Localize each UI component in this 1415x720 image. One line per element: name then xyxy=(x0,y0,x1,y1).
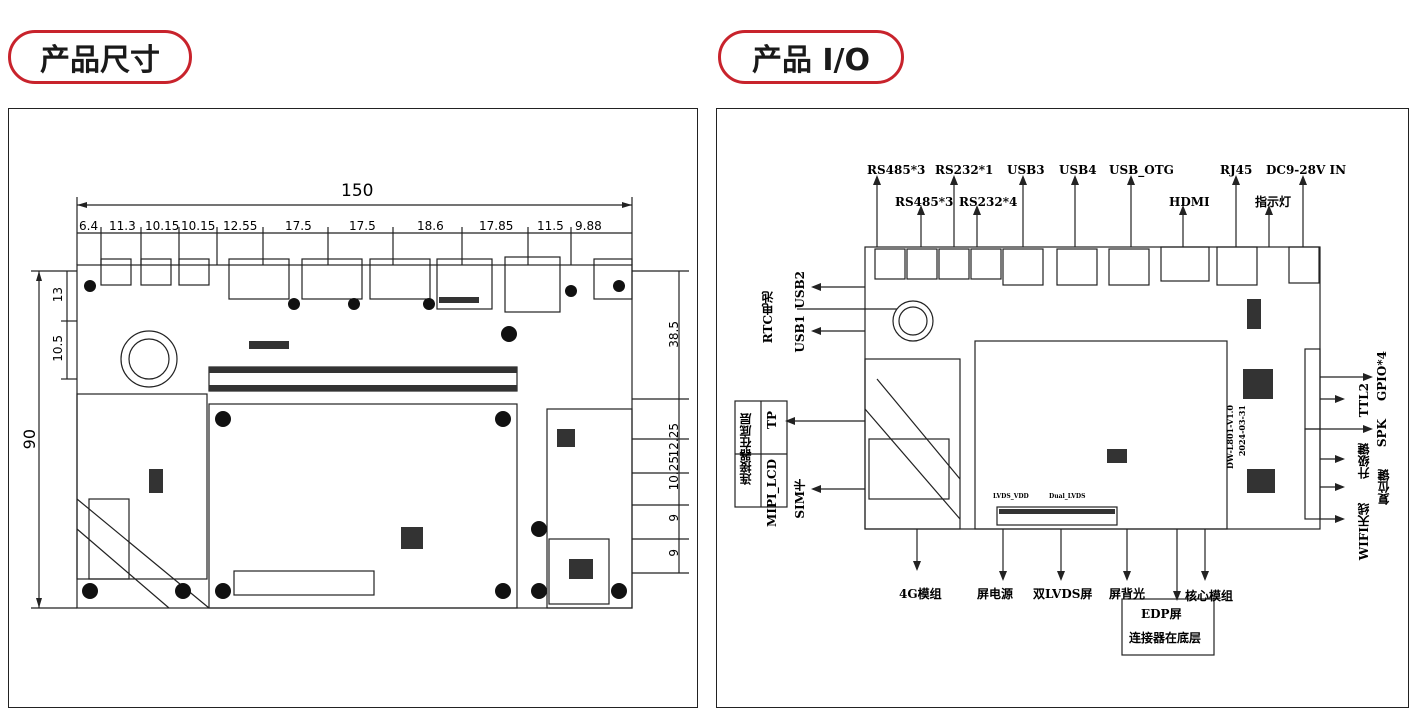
top-dim-9: 17.85 xyxy=(479,219,514,233)
right-dim-3: 10.25 xyxy=(667,456,681,491)
label-gpio: GPIO*4 xyxy=(1375,351,1389,401)
right-dim-5: 9 xyxy=(667,549,681,557)
label-hdmi: HDMI xyxy=(1169,195,1210,209)
label-wifi-antenna: WIFI天线 xyxy=(1357,503,1371,561)
label-ttl2: TTL2 xyxy=(1357,383,1371,418)
dimensions-title: 产品尺寸 xyxy=(40,43,160,78)
label-spk: SPK xyxy=(1375,419,1389,448)
label-usb-otg: USB_OTG xyxy=(1109,163,1174,177)
label-indicator: 指示灯 xyxy=(1255,195,1292,209)
io-title-pill: 产品 I/O xyxy=(718,30,904,84)
label-backlight: 屏背光 xyxy=(1109,587,1146,601)
top-dim-3: 10.15 xyxy=(145,219,180,233)
label-dual-lvds: 双LVDS屏 xyxy=(1033,587,1093,601)
label-usb1: USB1 xyxy=(793,315,807,353)
label-rj45: RJ45 xyxy=(1220,163,1253,177)
label-4g-module: 4G模组 xyxy=(899,587,942,601)
label-screen-power: 屏电源 xyxy=(977,587,1014,601)
top-dim-7: 17.5 xyxy=(349,219,376,233)
label-usb4: USB4 xyxy=(1059,163,1097,177)
edp-title: EDP屏 xyxy=(1141,607,1182,621)
label-mipi-lcd: MIPI_LCD xyxy=(765,459,779,527)
label-rs232-1: RS232*1 xyxy=(935,163,994,177)
top-dim-11: 9.88 xyxy=(575,219,602,233)
top-dim-6: 17.5 xyxy=(285,219,312,233)
label-sim: SIM卡 xyxy=(793,479,807,519)
board-dual-lvds: Dual_LVDS xyxy=(1049,493,1086,500)
label-rs485-1: RS485*3 xyxy=(867,163,926,177)
overall-width-label: 150 xyxy=(341,181,374,201)
label-dc-in: DC9-28V IN xyxy=(1266,163,1347,177)
board-lvds-vdd: LVDS_VDD xyxy=(993,493,1029,500)
dimensions-drawing xyxy=(31,197,689,609)
label-reset-key: 复位键 xyxy=(1377,469,1391,505)
label-usb2: USB2 xyxy=(793,271,807,309)
label-rs232-4: RS232*4 xyxy=(959,195,1018,209)
top-dim-5: 12.55 xyxy=(223,219,258,233)
io-frame: RS485*3 RS232*1 USB3 USB4 USB_OTG RJ45 D… xyxy=(716,108,1409,708)
io-drawing xyxy=(734,175,1373,656)
top-dim-8: 18.6 xyxy=(417,219,444,233)
top-dim-4: 10.15 xyxy=(181,219,216,233)
right-dim-1: 38.5 xyxy=(667,321,681,348)
overall-height-label: 90 xyxy=(20,429,39,450)
left-dim-2: 10.5 xyxy=(51,335,65,362)
board-date: 2024-03-31 xyxy=(1237,405,1247,457)
right-dim-4: 9 xyxy=(667,514,681,522)
dimensions-frame: 150 6.4 11.3 10.15 10.15 12.55 17.5 17.5… xyxy=(8,108,698,708)
right-dim-2: 12.25 xyxy=(667,423,681,458)
io-title: 产品 I/O xyxy=(751,43,871,78)
label-usb3: USB3 xyxy=(1007,163,1045,177)
dimensions-title-pill: 产品尺寸 xyxy=(8,30,192,84)
top-dim-1: 6.4 xyxy=(79,219,99,233)
label-upgrade-key: 升级键 xyxy=(1357,443,1371,479)
board-model: DW-L801-V1.0 xyxy=(1225,405,1235,469)
label-core-module: 核心模组 xyxy=(1185,589,1234,603)
top-dim-2: 11.3 xyxy=(109,219,136,233)
label-tp: TP xyxy=(765,411,779,429)
edp-note: 连接器在底层 xyxy=(1129,631,1202,645)
label-left-box-note: 连接器在底层 xyxy=(739,413,753,485)
label-rtc-battery: RTC电池 xyxy=(761,291,775,344)
left-dim-1: 13 xyxy=(51,287,65,303)
label-rs485-2: RS485*3 xyxy=(895,195,954,209)
top-dim-10: 11.5 xyxy=(537,219,564,233)
